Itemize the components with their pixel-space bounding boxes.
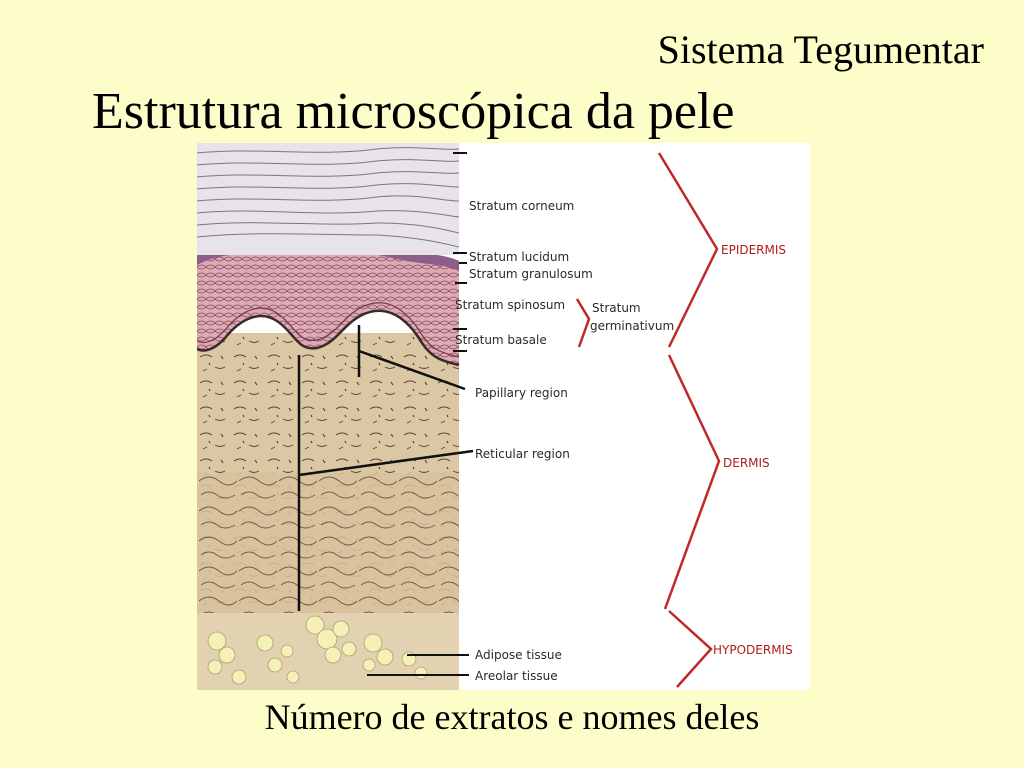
label-stratum-germinativum-1: Stratum [592,301,641,315]
corneum-lines [197,147,460,248]
label-hypodermis: HYPODERMIS [713,643,793,657]
epidermis-cells-shape [197,236,459,365]
label-areolar-tissue: Areolar tissue [475,669,558,683]
basale-line [197,309,460,367]
label-stratum-lucidum: Stratum lucidum [469,250,569,264]
adipose-cells [207,615,428,685]
label-adipose-tissue: Adipose tissue [475,648,562,662]
slide-caption: Número de extratos e nomes deles [264,697,760,737]
label-stratum-corneum: Stratum corneum [469,199,574,213]
epidermis-bracket [657,152,719,348]
layer-tick-marks [367,152,469,676]
skin-diagram-svg: Stratum corneum Stratum lucidum Stratum … [197,143,793,690]
label-reticular-region: Reticular region [475,447,570,461]
label-stratum-spinosum: Stratum spinosum [455,298,565,312]
germinativum-brace [575,298,591,348]
slide-title: Estrutura microscópica da pele [92,83,735,140]
pointer-lines [297,325,474,611]
basale-line-2 [197,302,460,358]
label-stratum-basale: Stratum basale [455,333,547,347]
label-papillary-region: Papillary region [475,386,568,400]
label-stratum-granulosum: Stratum granulosum [469,267,593,281]
skin-diagram: Stratum corneum Stratum lucidum Stratum … [197,143,810,690]
label-stratum-germinativum-2: germinativum [590,319,674,333]
deep-dermis-shape [197,473,459,618]
slide-header: Sistema Tegumentar [657,27,984,72]
hypodermis-bracket [668,610,713,688]
label-epidermis: EPIDERMIS [721,243,786,257]
label-dermis: DERMIS [723,456,770,470]
dermis-bracket [663,354,721,610]
